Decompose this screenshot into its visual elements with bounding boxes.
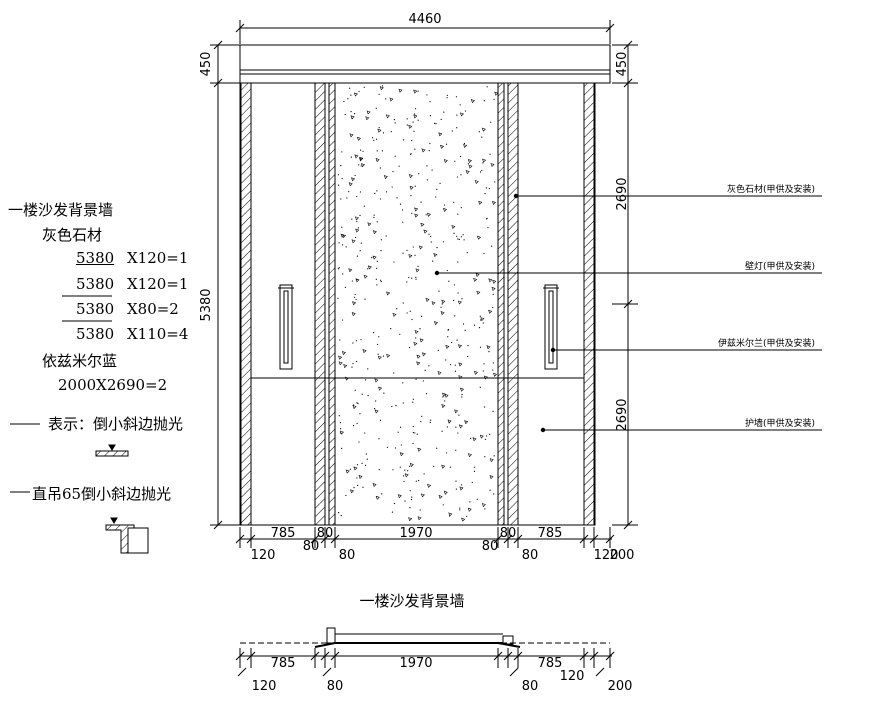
slab-texture xyxy=(337,85,499,522)
center-slab xyxy=(334,82,499,526)
stone-heading: 灰色石材 xyxy=(42,226,103,244)
plan-title: 一楼沙发背景墙 xyxy=(359,592,464,610)
plan-dim-1970: 1970 xyxy=(399,656,432,671)
plan-dim-80-right: 80 xyxy=(522,679,539,694)
right-lower-dim: 2690 xyxy=(615,398,630,431)
dim-80-d: 80 xyxy=(522,548,539,563)
plan-dim-80-left: 80 xyxy=(327,679,344,694)
callout-stone: 灰色石材(甲供及安装) xyxy=(727,183,815,195)
left-stone-column xyxy=(314,82,326,526)
dimension-lines xyxy=(210,20,638,548)
top-right-dim: 450 xyxy=(615,52,630,77)
row-length: 5380 xyxy=(76,275,115,293)
wall-lamp-left xyxy=(278,284,294,370)
overall-height-label: 5380 xyxy=(199,288,214,321)
dim-200: 200 xyxy=(610,548,635,563)
stone-row-2: 5380 X120=1 xyxy=(76,275,188,293)
right-stone-column xyxy=(507,82,519,526)
stone-row-3: 5380 X80=2 xyxy=(76,300,179,318)
row-spec: X110=4 xyxy=(126,325,189,343)
dim-80-left-low: 80 xyxy=(303,539,320,554)
callout-panel: 伊兹米尔兰(甲供及安装) xyxy=(718,337,815,349)
left-stone-strip xyxy=(240,82,252,526)
dim-80-b: 80 xyxy=(500,526,517,541)
wall-outline xyxy=(239,82,596,526)
top-left-dim: 450 xyxy=(199,52,214,77)
hang-edge-symbol xyxy=(105,517,149,554)
row-length: 5380 xyxy=(76,325,115,343)
overall-width-label: 4460 xyxy=(408,12,441,27)
dim-80-a: 80 xyxy=(317,526,334,541)
plan-dim-785-left: 785 xyxy=(271,656,296,671)
ceiling-band xyxy=(239,44,611,84)
notes-title: 一楼沙发背景墙 xyxy=(8,201,114,219)
wall-lamp-right xyxy=(543,284,559,370)
plan-dim-120-right: 120 xyxy=(560,669,585,684)
slab-spec: 2000X2690=2 xyxy=(58,376,168,394)
dim-785-right: 785 xyxy=(538,526,563,541)
callout-lamp: 壁灯(甲供及安装) xyxy=(745,260,815,272)
dim-120-right: 120 xyxy=(594,548,619,563)
leader-dots xyxy=(434,193,556,433)
dim-120-left: 120 xyxy=(251,548,276,563)
dim-80-right-low: 80 xyxy=(482,539,499,554)
dim-80-c: 80 xyxy=(339,548,356,563)
plan-dim-785-right: 785 xyxy=(538,656,563,671)
edge-note-2: 直吊65倒小斜边抛光 xyxy=(32,485,172,503)
row-spec: X80=2 xyxy=(126,300,179,318)
leader-lines xyxy=(437,195,822,431)
dim-785-left: 785 xyxy=(271,526,296,541)
row-length: 5380 xyxy=(76,249,115,267)
row-spec: X120=1 xyxy=(126,249,189,267)
notes-graphics xyxy=(10,295,149,554)
dim-1970: 1970 xyxy=(399,526,432,541)
edge-note-1: 表示：倒小斜边抛光 xyxy=(48,415,184,433)
slab-heading: 依兹米尔蓝 xyxy=(42,352,118,370)
row-length: 5380 xyxy=(76,300,115,318)
elevation-drawing xyxy=(239,44,611,526)
stone-row-1: 5380 X120=1 xyxy=(76,249,188,267)
plan-view xyxy=(235,627,615,677)
right-stone-strip xyxy=(583,82,595,526)
plan-dim-200: 200 xyxy=(608,679,633,694)
callout-wall: 护墙(甲供及安装) xyxy=(745,417,815,429)
stone-row-4: 5380 X110=4 xyxy=(76,325,188,343)
row-spec: X120=1 xyxy=(126,275,189,293)
plan-dim-120-left: 120 xyxy=(252,679,277,694)
right-upper-dim: 2690 xyxy=(615,177,630,210)
edge-polish-symbol xyxy=(95,450,129,457)
